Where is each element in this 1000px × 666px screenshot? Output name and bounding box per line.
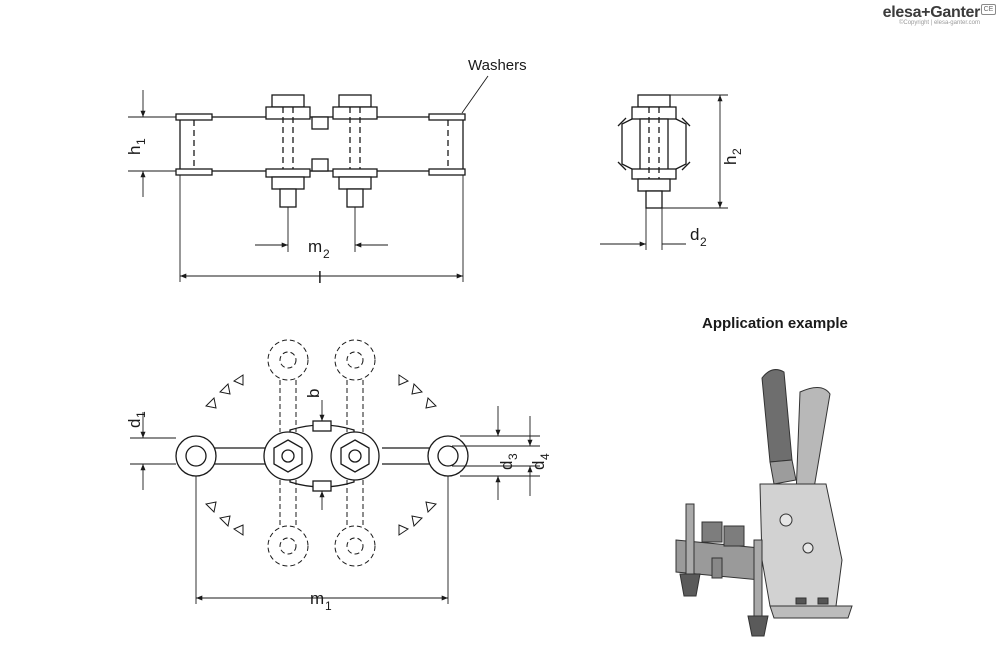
svg-text:m: m [308, 237, 322, 256]
svg-text:2: 2 [730, 148, 744, 155]
clamp-handle [761, 369, 793, 463]
svg-text:d: d [529, 461, 548, 470]
side-view [617, 94, 691, 209]
label-d4: d 4 [529, 453, 552, 470]
svg-text:1: 1 [134, 411, 148, 418]
svg-text:d: d [690, 225, 699, 244]
brand-copyright: ©Copyright | elesa-ganter.com [898, 20, 980, 26]
nut-left [263, 431, 313, 481]
bracket-right [675, 118, 687, 170]
svg-text:m: m [310, 589, 324, 608]
end-ring-left [175, 435, 217, 477]
top-view [175, 339, 469, 567]
label-d2: d 2 [690, 225, 707, 249]
application-example-title: Application example [702, 315, 848, 332]
label-m1: m 1 [310, 589, 332, 613]
brand-logo: elesa+Ganter ©Copyright | elesa-ganter.c… [882, 4, 981, 26]
svg-text:d: d [497, 461, 516, 470]
label-h1: h 1 [125, 138, 148, 155]
svg-text:b: b [304, 389, 323, 398]
washer-bottom-right [428, 168, 466, 176]
front-dimensions [128, 75, 489, 282]
application-example-illustration [675, 369, 853, 637]
center-notch-top [311, 116, 329, 130]
front-view [175, 94, 466, 208]
svg-text:h: h [125, 146, 144, 155]
washer-top-left [175, 113, 213, 121]
label-b: b [304, 389, 323, 398]
label-m2: m 2 [308, 237, 330, 261]
svg-text:4: 4 [538, 453, 552, 460]
bracket-left [621, 118, 633, 170]
washer-bottom-left [175, 168, 213, 176]
svg-text:d: d [125, 419, 144, 428]
bolt-right [332, 94, 378, 208]
ghost-positions [267, 339, 376, 567]
brand-name: elesa+Ganter [882, 4, 981, 21]
nut-right [330, 431, 380, 481]
clamp-body [759, 483, 843, 607]
svg-text:1: 1 [134, 138, 148, 145]
svg-text:3: 3 [506, 453, 520, 460]
ce-mark-icon: CE [981, 4, 996, 15]
clamp-lever [795, 387, 831, 501]
label-washers: Washers [468, 57, 527, 74]
svg-text:2: 2 [700, 235, 707, 249]
bolt-left [265, 94, 311, 208]
label-d1: d 1 [125, 411, 148, 428]
label-h2: h 2 [721, 148, 744, 165]
center-notch-bottom [311, 158, 329, 172]
label-l: l [318, 268, 322, 287]
svg-text:2: 2 [323, 247, 330, 261]
svg-text:1: 1 [325, 599, 332, 613]
top-dimensions [130, 400, 540, 604]
end-ring-right [427, 435, 469, 477]
label-d3: d 3 [497, 453, 520, 470]
rotation-arrows [204, 374, 438, 536]
svg-text:h: h [721, 156, 740, 165]
side-dimensions [600, 94, 728, 250]
washer-top-right [428, 113, 466, 121]
